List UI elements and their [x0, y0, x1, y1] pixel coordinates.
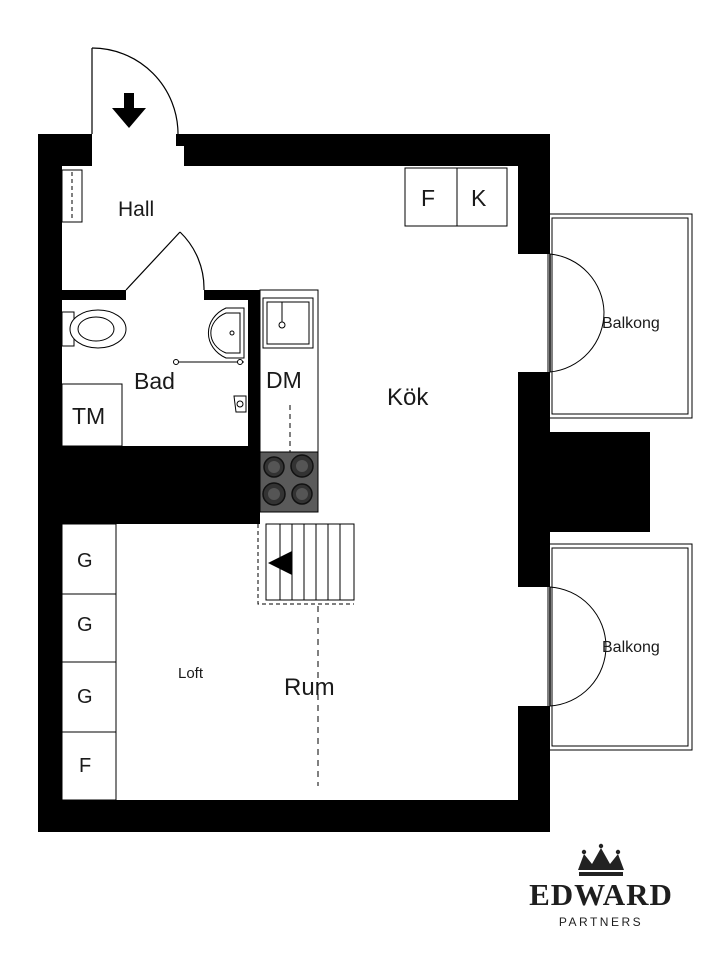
bath-door — [125, 231, 205, 291]
entrance-arrow-icon — [112, 93, 146, 128]
crown-icon — [578, 843, 624, 876]
toilet — [61, 309, 127, 349]
wall-left — [38, 134, 62, 832]
wall-top-right — [184, 134, 548, 166]
wall-right-3 — [518, 706, 550, 832]
wall-bottom — [38, 800, 550, 832]
shower — [173, 359, 247, 413]
label-wardrobe-1: G — [77, 550, 93, 572]
brand-name: EDWARD — [529, 877, 673, 912]
bath-wall-top-left — [62, 290, 126, 300]
stove — [259, 451, 319, 513]
stairs-arrow-icon — [268, 551, 292, 575]
chimney-block — [548, 432, 650, 532]
label-hall: Hall — [118, 198, 154, 221]
label-loft: Loft — [178, 665, 204, 682]
inner-walls — [62, 290, 260, 524]
label-wardrobe-2: G — [77, 614, 93, 636]
label-rum: Rum — [284, 674, 335, 701]
label-bad: Bad — [134, 368, 175, 394]
door-jamb-right — [176, 134, 188, 146]
label-wardrobe-3: G — [77, 686, 93, 708]
bath-wall-top-right — [204, 290, 260, 300]
hall-wardrobe — [61, 169, 83, 223]
balcony-top — [547, 213, 693, 419]
label-kok: Kök — [387, 384, 429, 411]
label-balkong-top: Balkong — [602, 315, 660, 332]
door-jamb-left — [80, 134, 92, 146]
brand-sub: PARTNERS — [559, 915, 643, 929]
label-wardrobe-4: F — [79, 755, 91, 777]
label-cabinet-k-top: K — [471, 185, 487, 211]
wall-right-1 — [518, 134, 550, 254]
core-block — [62, 446, 260, 524]
bath-wall-right — [248, 290, 260, 450]
entrance-door — [91, 47, 179, 135]
fridge-freezer-cabinets — [404, 167, 508, 227]
label-dm: DM — [266, 367, 302, 393]
wall-right-2 — [518, 372, 550, 587]
outer-walls — [38, 134, 650, 832]
label-balkong-bottom: Balkong — [602, 639, 660, 656]
washing-machine-tm — [61, 383, 123, 447]
kitchen-sink — [262, 297, 314, 349]
label-cabinet-f-top: F — [421, 185, 435, 211]
wardrobes — [61, 523, 117, 801]
balcony-bottom — [547, 543, 693, 751]
bath-sink — [207, 307, 245, 359]
label-tm: TM — [72, 403, 105, 429]
